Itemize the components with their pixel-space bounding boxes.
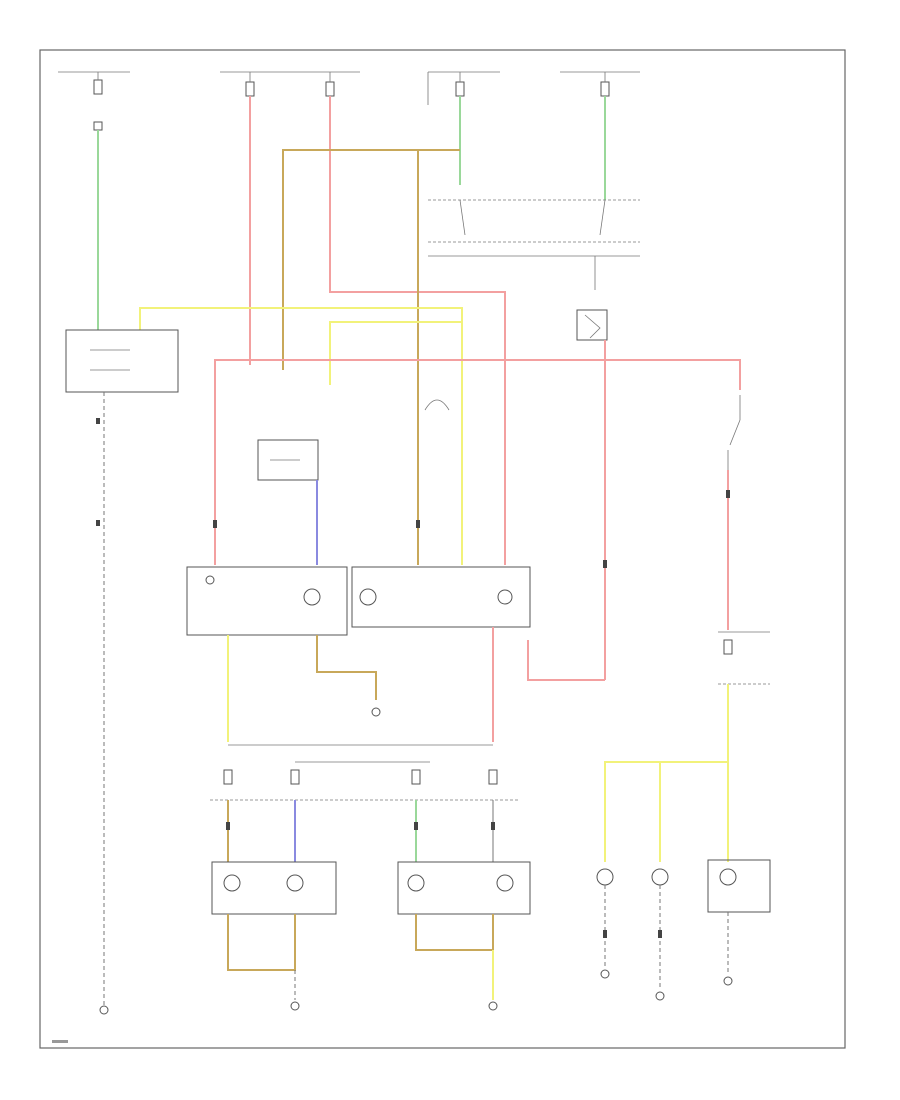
ground-headlamp-left	[488, 1001, 498, 1011]
top-fuse-block-1	[58, 71, 130, 131]
top-fuse-block-4	[560, 71, 640, 97]
wire-red-loop	[527, 640, 605, 681]
jumper-arc	[424, 399, 450, 411]
wire-tan-upper	[282, 149, 460, 370]
indicator-lamp-2	[651, 868, 669, 886]
wire-yellow-branch	[329, 321, 462, 385]
top-fuse-block-3	[427, 71, 500, 105]
ground-headlamp-right	[290, 1001, 300, 1011]
ground-cluster	[723, 976, 733, 986]
ground-center-top	[371, 707, 381, 717]
wire-yellow-bus	[139, 307, 463, 565]
ground-left	[99, 1005, 109, 1015]
dimmer-relay	[257, 439, 319, 481]
headlamp-left	[397, 861, 531, 915]
headlight-switch-right	[351, 566, 531, 628]
switch-assembly-top-right	[428, 199, 640, 290]
pressure-switch	[576, 309, 608, 341]
fuse-block-right-lower	[718, 631, 770, 685]
ground-indicator-1	[600, 969, 610, 979]
wire-tan-headlamp-right-ground	[227, 914, 296, 971]
ground-indicator-2	[655, 991, 665, 1001]
top-fuse-block-2	[220, 71, 360, 97]
control-module-left	[65, 329, 179, 393]
connector-marks	[96, 418, 730, 938]
indicator-lamp-1	[596, 868, 614, 886]
wire-tan-ground-link	[316, 635, 377, 700]
wire-yellow-indicator-bus	[604, 761, 728, 862]
diagram-frame	[39, 49, 846, 1049]
wire-tan-headlamp-left-ground	[415, 914, 494, 951]
footer-code-mark	[52, 1040, 68, 1043]
brake-switch-right	[727, 395, 741, 470]
headlight-switch-left	[186, 566, 348, 636]
fuse-block-middle	[210, 744, 520, 801]
headlamp-right	[211, 861, 337, 915]
instrument-cluster-box	[707, 859, 771, 913]
wire-red-main	[214, 359, 741, 565]
